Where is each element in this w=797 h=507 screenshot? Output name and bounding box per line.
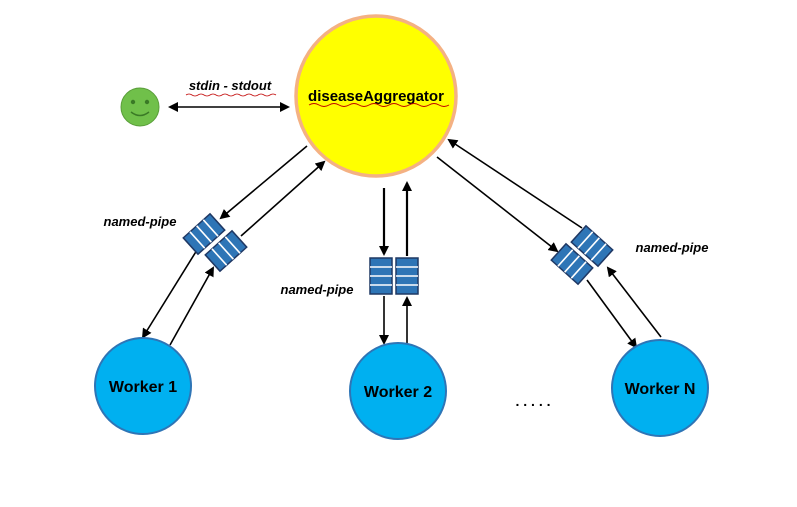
edge-workerN-to-pipe3: [606, 266, 662, 338]
aggregator-label: diseaseAggregator: [308, 88, 444, 105]
worker-n-node: [611, 339, 709, 437]
spellcheck-underline: [308, 103, 450, 107]
worker-n-label: Worker N: [625, 381, 696, 398]
worker-ellipsis: . . . . .: [515, 393, 550, 409]
edge-agg-to-pipe1: [219, 145, 308, 220]
named-pipe-2-out: [369, 257, 393, 295]
worker-2-node: [349, 342, 447, 440]
smiley-face-icon: [120, 87, 160, 127]
edge-pipe3-to-agg: [447, 138, 583, 229]
pipe-label-1: named-pipe: [104, 214, 177, 229]
named-pipe-2-in: [395, 257, 419, 295]
edge-pipe3-to-workerN: [586, 279, 638, 349]
edge-worker1-to-pipe1: [169, 266, 214, 346]
edge-pipe1-to-worker1: [141, 249, 198, 339]
worker-1-node: [94, 337, 192, 435]
edge-agg-to-pipe3: [436, 156, 559, 253]
stdin-stdout-label: stdin - stdout: [189, 78, 272, 93]
spellcheck-underline-2: [185, 93, 277, 97]
worker-2-label: Worker 2: [364, 384, 432, 401]
pipe-label-2: named-pipe: [281, 282, 354, 297]
aggregator-node: [294, 14, 458, 178]
pipe-label-3: named-pipe: [636, 240, 709, 255]
edge-pipe1-to-agg: [240, 160, 326, 237]
worker-1-label: Worker 1: [109, 379, 177, 396]
